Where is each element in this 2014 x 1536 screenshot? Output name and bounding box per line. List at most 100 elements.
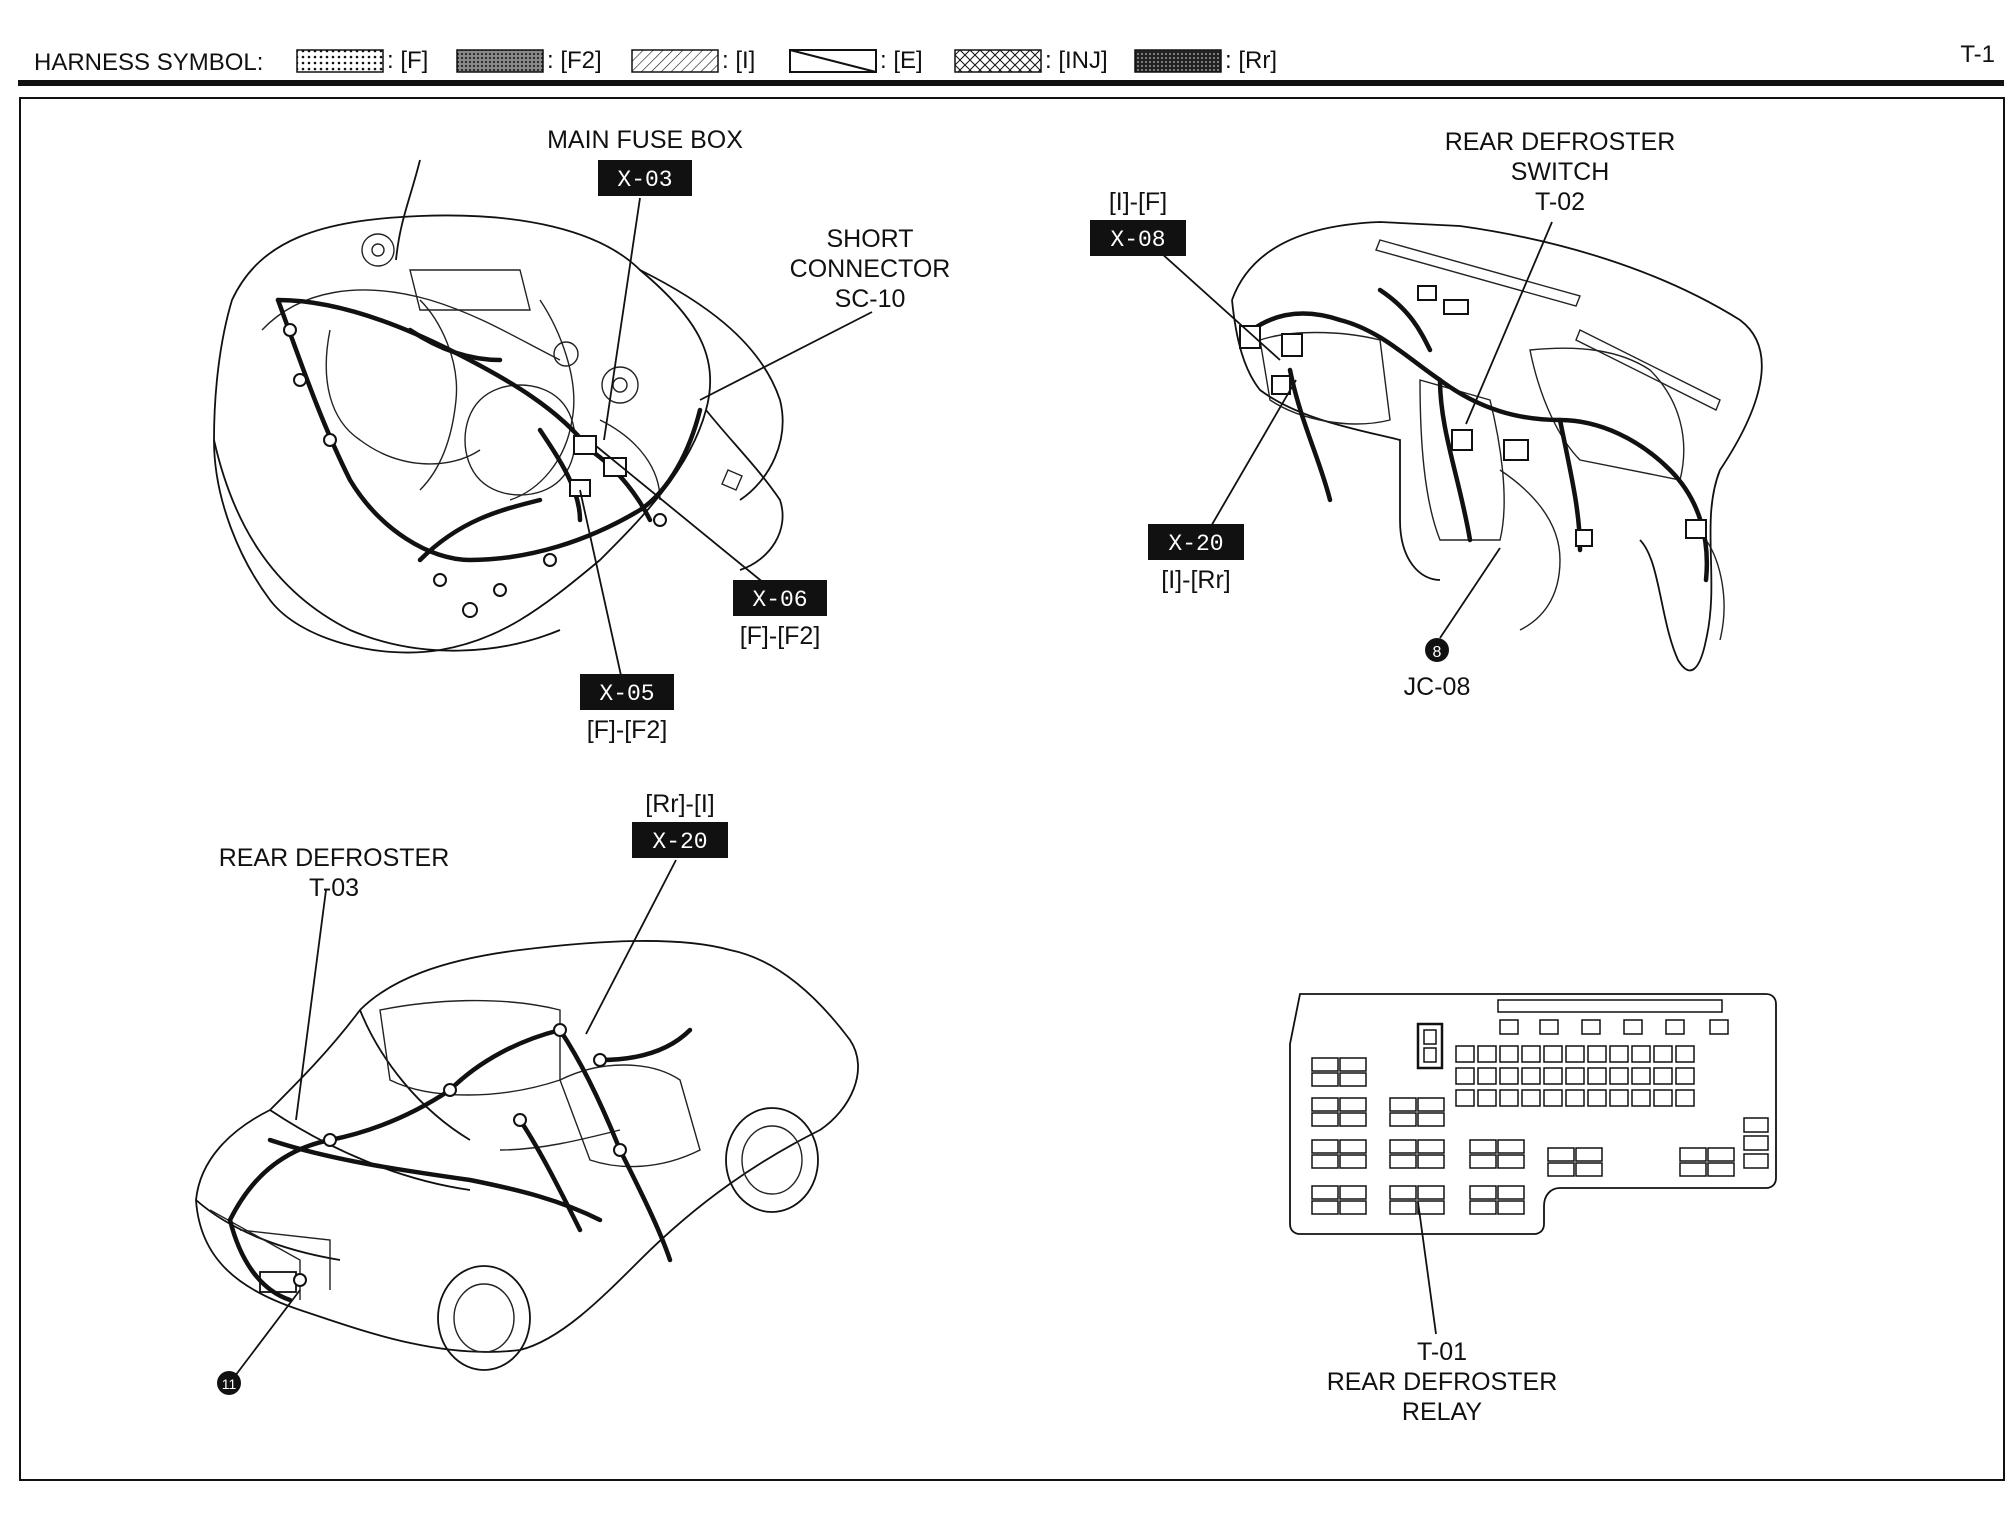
relay-cell bbox=[1311, 1139, 1339, 1154]
relay-cell bbox=[1339, 1072, 1367, 1087]
svg-text:[I]-[Rr]: [I]-[Rr] bbox=[1161, 566, 1230, 594]
relay-cell bbox=[1417, 1112, 1445, 1127]
header-rule bbox=[18, 80, 2004, 86]
svg-text:REAR DEFROSTER: REAR DEFROSTER bbox=[219, 844, 450, 872]
relay-cell bbox=[1469, 1139, 1497, 1154]
x05-callout: X-05 [F]-[F2] bbox=[580, 674, 674, 744]
relay-cell bbox=[1587, 1045, 1607, 1063]
rear-defroster-switch-callout: REAR DEFROSTER SWITCH T-02 bbox=[1445, 128, 1676, 216]
relay-cell bbox=[1609, 1089, 1629, 1107]
ground-11: 11 bbox=[217, 1371, 241, 1395]
relay-cell bbox=[1653, 1067, 1673, 1085]
rear-defroster-callout: REAR DEFROSTER T-03 bbox=[219, 844, 450, 902]
relay-cell bbox=[1565, 1045, 1585, 1063]
relay-cell bbox=[1417, 1185, 1445, 1200]
relay-cell bbox=[1653, 1045, 1673, 1063]
leader-jc08 bbox=[1439, 547, 1501, 639]
dash-x20-callout: X-20 [I]-[Rr] bbox=[1148, 524, 1244, 594]
relay-cell bbox=[1499, 1067, 1519, 1085]
svg-text:: [E]: : [E] bbox=[880, 47, 923, 74]
svg-text:[I]-[F]: [I]-[F] bbox=[1109, 188, 1167, 216]
legend-inj: : [INJ] bbox=[954, 47, 1108, 74]
legend-e: : [E] bbox=[789, 47, 923, 74]
legend-f: : [F] bbox=[296, 47, 428, 74]
leader-ground-11 bbox=[231, 1289, 301, 1381]
relay-cell bbox=[1543, 1089, 1563, 1107]
relay-cell bbox=[1339, 1154, 1367, 1169]
relay-cell bbox=[1477, 1089, 1497, 1107]
relay-cell bbox=[1587, 1089, 1607, 1107]
relay-cell bbox=[1707, 1147, 1735, 1162]
relay-cell bbox=[1497, 1139, 1525, 1154]
relay-cell bbox=[1587, 1067, 1607, 1085]
relay-cell bbox=[1339, 1112, 1367, 1127]
svg-text:: [INJ]: : [INJ] bbox=[1045, 47, 1108, 74]
relay-cell bbox=[1653, 1089, 1673, 1107]
relay-cell bbox=[1477, 1045, 1497, 1063]
svg-text:11: 11 bbox=[222, 1376, 237, 1392]
relay-cell bbox=[1497, 1185, 1525, 1200]
relay-cell bbox=[1609, 1045, 1629, 1063]
short-connector-callout: SHORT CONNECTOR SC-10 bbox=[790, 225, 951, 313]
relay-cell bbox=[1417, 1139, 1445, 1154]
svg-text:[Rr]-[I]: [Rr]-[I] bbox=[645, 790, 714, 818]
page-ref: T-1 bbox=[1960, 41, 1995, 68]
relay-cell bbox=[1675, 1045, 1695, 1063]
relay-cell bbox=[1631, 1045, 1651, 1063]
relay-cell bbox=[1581, 1019, 1601, 1035]
relay-cell bbox=[1565, 1067, 1585, 1085]
relay-cell bbox=[1497, 1200, 1525, 1215]
svg-text:CONNECTOR: CONNECTOR bbox=[790, 255, 951, 283]
relay-cell bbox=[1499, 1089, 1519, 1107]
relay-cell bbox=[1543, 1045, 1563, 1063]
relay-cell bbox=[1389, 1200, 1417, 1215]
relay-cell bbox=[1565, 1089, 1585, 1107]
tag-dash-x20: X-20 bbox=[1168, 531, 1223, 557]
relay-cell bbox=[1675, 1089, 1695, 1107]
relay-cell bbox=[1477, 1067, 1497, 1085]
svg-text:RELAY: RELAY bbox=[1402, 1398, 1482, 1426]
relay-cell bbox=[1389, 1112, 1417, 1127]
relay-cell bbox=[1469, 1154, 1497, 1169]
relay-cell bbox=[1665, 1019, 1685, 1035]
relay-cell bbox=[1469, 1185, 1497, 1200]
relay-cell bbox=[1521, 1045, 1541, 1063]
leader-t02 bbox=[1465, 221, 1553, 425]
relay-cell bbox=[1539, 1019, 1559, 1035]
relay-cell bbox=[1675, 1067, 1695, 1085]
relay-cell bbox=[1311, 1200, 1339, 1215]
relay-cell bbox=[1455, 1067, 1475, 1085]
leader-x05 bbox=[579, 489, 623, 681]
relay-cell bbox=[1339, 1185, 1367, 1200]
svg-text:T-02: T-02 bbox=[1535, 188, 1585, 216]
rear-x20-callout: [Rr]-[I] X-20 bbox=[632, 790, 728, 858]
diagram-frame bbox=[19, 97, 2005, 1481]
svg-text:T-01: T-01 bbox=[1417, 1338, 1467, 1366]
leader-t03 bbox=[295, 889, 327, 1121]
relay-box-cells bbox=[1311, 1019, 1769, 1215]
svg-text:: [F]: : [F] bbox=[387, 47, 428, 74]
relay-cell bbox=[1311, 1185, 1339, 1200]
relay-cell bbox=[1575, 1147, 1603, 1162]
relay-cell bbox=[1417, 1097, 1445, 1112]
legend-f2: : [F2] bbox=[456, 47, 602, 74]
svg-text:[F]-[F2]: [F]-[F2] bbox=[740, 622, 821, 650]
x06-callout: X-06 [F]-[F2] bbox=[733, 580, 827, 650]
relay-cell bbox=[1499, 1045, 1519, 1063]
relay-cell bbox=[1311, 1154, 1339, 1169]
svg-text:SC-10: SC-10 bbox=[835, 285, 906, 313]
svg-text:8: 8 bbox=[1433, 644, 1442, 661]
relay-cell bbox=[1743, 1153, 1769, 1169]
tag-x03: X-03 bbox=[617, 167, 672, 193]
rear-car-illustration bbox=[195, 940, 859, 1371]
relay-cell bbox=[1709, 1019, 1729, 1035]
relay-cell bbox=[1389, 1139, 1417, 1154]
relay-cell bbox=[1417, 1154, 1445, 1169]
dash-x08-callout: [I]-[F] X-08 bbox=[1090, 188, 1186, 256]
relay-cell bbox=[1455, 1045, 1475, 1063]
leader-t01 bbox=[1417, 1201, 1437, 1335]
main-fuse-box-callout: MAIN FUSE BOX X-03 bbox=[547, 126, 743, 196]
relay-cell bbox=[1743, 1135, 1769, 1151]
relay-cell bbox=[1417, 1200, 1445, 1215]
